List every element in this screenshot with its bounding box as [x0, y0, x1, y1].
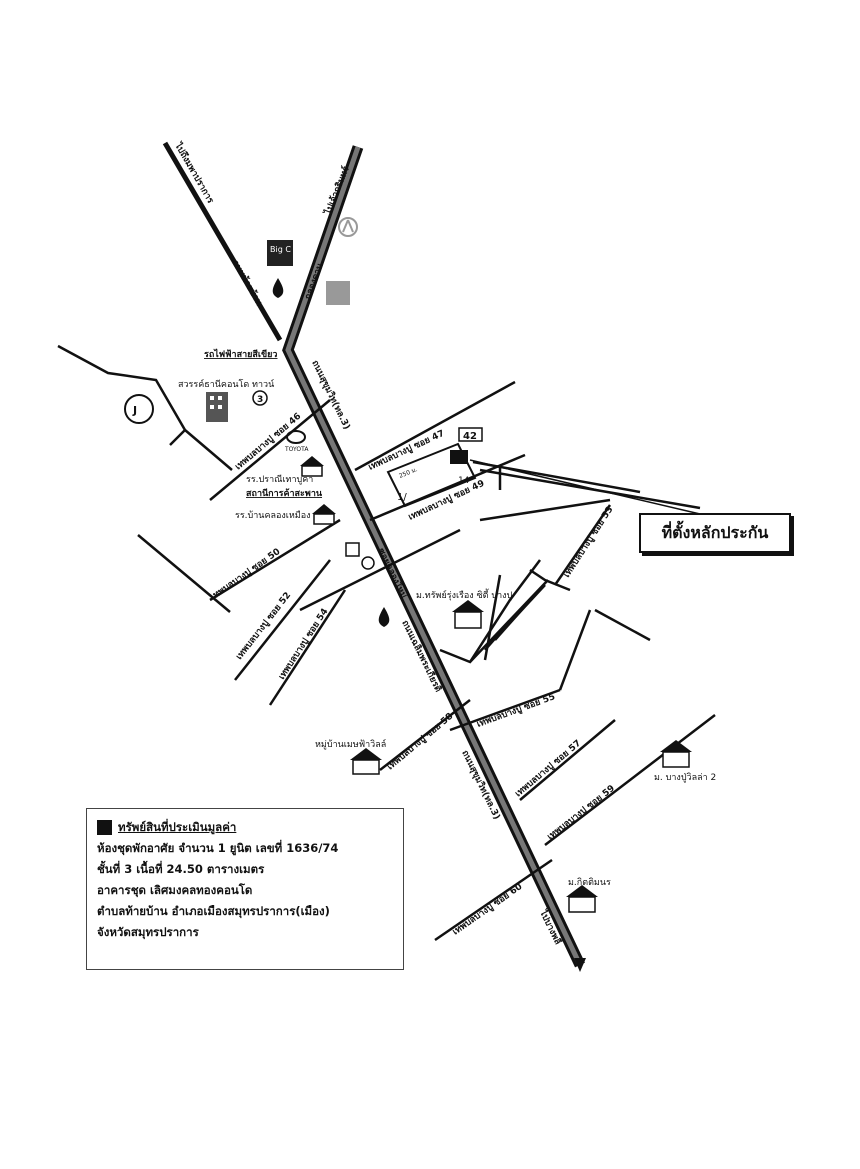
northwest-road [162, 141, 283, 342]
landmark-icons: Big C J 3 TOYOTA [124, 217, 692, 913]
label-soi-53: เทพบลบางปู ซอย 53 [561, 504, 615, 579]
toyota-icon: TOYOTA [284, 430, 309, 453]
label-soi-59: เทพบลบางปู ซอย 59 [545, 783, 617, 843]
house-icon-2 [350, 748, 382, 775]
house-icon-4 [566, 885, 598, 913]
legend-header: ทรัพย์สินที่ประเมินมูลค่า [97, 817, 393, 838]
parcel-14-label: 14 [458, 476, 470, 486]
label-village3: ม. บางปู่วิลล่า 2 [654, 772, 716, 783]
label-school2: รร.บ้านคลองเหมือง [235, 510, 311, 521]
label-soi-60: เทพบลบางปู ซอย 60 [450, 881, 524, 937]
label-soi-46: เทพบลบางปู ซอย 46 [233, 411, 303, 473]
house-icon [452, 600, 484, 629]
label-soi-55: เทพบลบางปู ซอย 55 [475, 691, 556, 730]
seal-icon: J [124, 394, 154, 424]
label-soi-47: เทพบลบางปู ซอย 47 [367, 428, 447, 473]
label-hospital: สถานีการค้าสะพาน [246, 488, 323, 499]
label-soi-50: เทพบลบางปู ซอย 50 [208, 546, 282, 602]
legend-line: ชั้นที่ 3 เนื้อที่ 24.50 ตารางเมตร [97, 862, 265, 876]
side-roads [57, 344, 716, 942]
bigc-label: Big C [270, 245, 291, 254]
house-icon-3 [660, 740, 692, 768]
label-soi-57: เทพบลบางปู ซอย 57 [513, 738, 583, 800]
bank-round-icon [361, 556, 375, 570]
legend-title: ทรัพย์สินที่ประเมินมูลค่า [118, 820, 237, 834]
school-icon [300, 456, 324, 477]
label-village2: หมู่บ้านเมษฟ้าวิลล์ [315, 738, 386, 750]
label-village4: ม.กิตติมนร [568, 877, 611, 888]
label-village1: ม.ทรัพย์รุ่งเรือง ซิตี้ บางปู [416, 588, 513, 601]
legend-line: อาคารชุด เลิศมงคลทองคอนโด [97, 883, 253, 897]
legend-swatch [97, 820, 112, 835]
school-icon-2 [312, 504, 336, 525]
collateral-location-callout: ที่ตั้งหลักประกัน [639, 513, 791, 553]
legend-line: ห้องชุดพักอาศัย จำนวน 1 ยูนิต เลขที่ 163… [97, 841, 339, 855]
parcel-42-label: 42 [463, 431, 477, 442]
label-bts: รถไฟฟ้าสายสีเขียว [204, 348, 277, 360]
bank-icon [338, 217, 358, 237]
bank-small-icon [345, 542, 360, 557]
main-highway [282, 145, 586, 972]
toyota-label: TOYOTA [284, 446, 309, 453]
parcel-1-label: 1/ [397, 492, 407, 503]
place-labels: รถไฟฟ้าสายสีเขียว สวรรค์ธานีคอนโด ทาวน์ … [178, 348, 716, 888]
label-side-road: ซอยคลองใหม่ [375, 546, 410, 600]
legend-line: ตำบลท้ายบ้าน อำเภอเมืองสมุทรปราการ(เมือง… [97, 904, 330, 918]
ptt-icon [326, 281, 350, 305]
label-condo: สวรรค์ธานีคอนโด ทาวน์ [178, 378, 274, 390]
legend-box: ทรัพย์สินที่ประเมินมูลค่า ห้องชุดพักอาศั… [86, 808, 404, 970]
label-soi-52: เทพบลบางปู ซอย 52 [234, 590, 294, 662]
label-school1: รร.ปราณีเทาบูคำ [246, 474, 313, 485]
svg-text:J: J [132, 404, 137, 417]
fuel-drop-icon-2 [378, 607, 390, 627]
callout-leader [469, 459, 701, 515]
badge-3-label: 3 [257, 395, 263, 405]
bigc-icon: Big C [267, 240, 293, 266]
label-soi-58: เทพบลบางปู ซอย 58 [385, 711, 455, 773]
distance-label: 250 ม. [398, 466, 419, 480]
label-road-taipan: ถนนท้ายบ้าน [229, 258, 264, 308]
fuel-drop-icon [272, 278, 284, 298]
legend-line: จังหวัดสมุทรปราการ [97, 925, 199, 939]
condo-building-icon: 3 [206, 390, 268, 422]
